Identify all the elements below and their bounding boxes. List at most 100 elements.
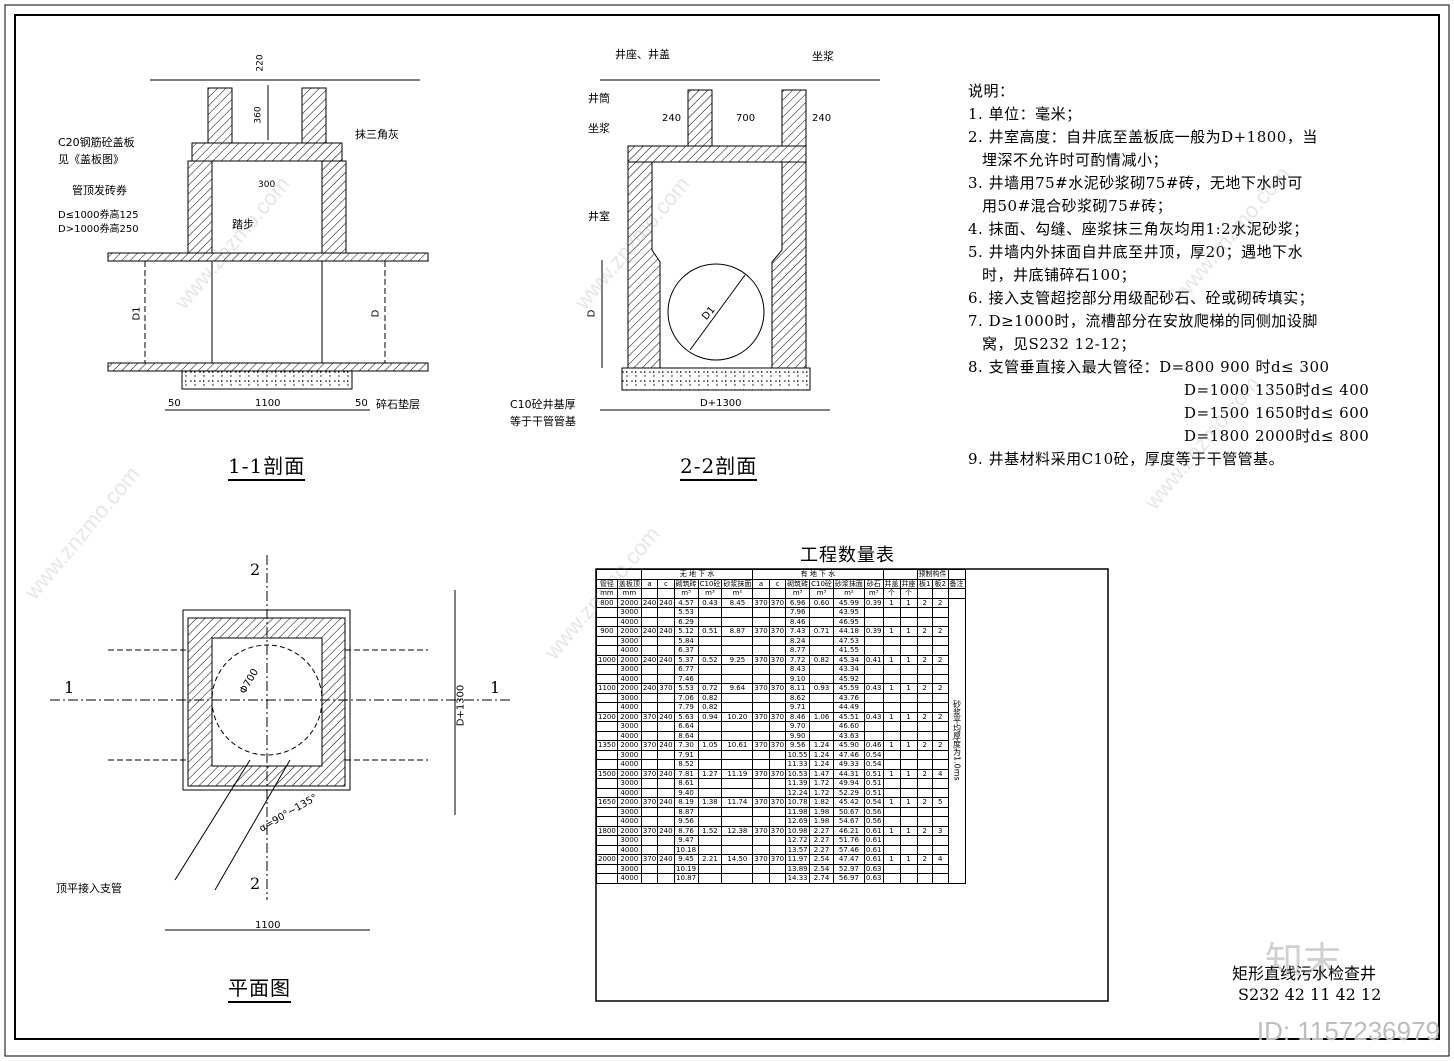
table-cell: 44.49 (832, 702, 865, 713)
table-cell: 1.24 (809, 740, 834, 751)
table-cell: 370 (752, 797, 770, 808)
table-cell: 1 (899, 654, 918, 665)
dim-1100-b: 1100 (255, 920, 281, 931)
table-cell: 10.87 (673, 873, 699, 884)
table-group-header: 有 地 下 水 (752, 569, 884, 580)
table-cell: 46.60 (832, 721, 865, 732)
table-cell: 370 (752, 854, 770, 865)
table-cell: 3000 (616, 664, 642, 675)
table-cell (899, 692, 918, 703)
label-chamber: 井室 (588, 210, 610, 223)
table-cell (697, 721, 723, 732)
table-cell: 11.19 (721, 768, 754, 779)
table-cell (697, 749, 723, 760)
title-block-code: S232 42 11 42 12 (1238, 985, 1382, 1004)
table-cell: 2.21 (697, 854, 723, 865)
table-cell: 1.24 (809, 759, 834, 770)
table-cell: 10.20 (721, 711, 754, 722)
table-cell: 4000 (616, 844, 642, 855)
label-triangle: 抹三角灰 (355, 128, 399, 141)
table-cell: 11.33 (785, 759, 811, 770)
table-cell (932, 702, 949, 713)
table-cell: 1 (882, 740, 901, 751)
table-cell (916, 806, 933, 817)
table-cell (882, 645, 901, 656)
table-cell: 7.72 (785, 654, 811, 665)
table-cell (899, 844, 918, 855)
table-cell: 1 (899, 825, 918, 836)
table-cell: 9.25 (721, 654, 754, 665)
dim-220: 220 (255, 54, 266, 72)
table-cell: 4000 (616, 702, 642, 713)
table-cell (596, 673, 618, 684)
table-cell: 1000 (596, 654, 618, 665)
table-cell (809, 730, 834, 741)
table-cell: 1.72 (809, 778, 834, 789)
table-cell (768, 873, 787, 884)
table-cell: 3 (932, 825, 949, 836)
table-header: 板1 (916, 578, 933, 589)
table-cell: 2000 (616, 740, 642, 751)
table-cell: 2 (916, 768, 933, 779)
table-cell: 52.29 (832, 787, 865, 798)
table-unit: 个 (899, 588, 918, 599)
table-cell: 3000 (616, 863, 642, 874)
table-cell: 9.45 (673, 854, 699, 865)
table-cell (721, 835, 754, 846)
dim-1100-a: 1100 (255, 398, 281, 409)
table-cell: 4 (932, 768, 949, 779)
table-cell (863, 645, 884, 656)
table-cell (657, 873, 675, 884)
table-cell (932, 607, 949, 618)
table-cell: 7.81 (673, 768, 699, 779)
table-cell: 370 (768, 626, 787, 637)
label-gravel: 碎石垫层 (376, 398, 420, 411)
table-cell (809, 692, 834, 703)
table-cell: 0.51 (697, 626, 723, 637)
table-cell (752, 664, 770, 675)
table-cell (809, 702, 834, 713)
table-cell: 1 (882, 711, 901, 722)
table-cell: 240 (640, 683, 659, 694)
table-cell (882, 616, 901, 627)
table-cell (809, 635, 834, 646)
table-cell: 8.19 (673, 797, 699, 808)
table-cell (697, 806, 723, 817)
table-cell: 1 (882, 597, 901, 608)
table-cell: 4000 (616, 816, 642, 827)
dim-D1-a: D1 (131, 306, 143, 321)
table-cell (640, 702, 659, 713)
table-cell (882, 749, 901, 760)
table-cell (721, 692, 754, 703)
table-cell: 2 (916, 797, 933, 808)
table-cell: 370 (768, 711, 787, 722)
table-cell: 4000 (616, 873, 642, 884)
table-cell: 3000 (616, 692, 642, 703)
table-cell: 0.82 (697, 692, 723, 703)
table-cell (640, 787, 659, 798)
table-cell (916, 635, 933, 646)
table-cell: 12.38 (721, 825, 754, 836)
note-line: D=1000 1350时d≤ 400 (1184, 381, 1370, 399)
table-cell: 2000 (616, 683, 642, 694)
table-cell (899, 816, 918, 827)
table-cell (657, 607, 675, 618)
table-cell: 240 (657, 626, 675, 637)
table-cell (657, 730, 675, 741)
table-cell (721, 616, 754, 627)
table-cell: 2 (916, 597, 933, 608)
table-cell (657, 673, 675, 684)
table-cell (752, 816, 770, 827)
table-cell: 11.98 (785, 806, 811, 817)
table-cell (721, 721, 754, 732)
table-cell: 0.63 (863, 863, 884, 874)
table-cell (697, 673, 723, 684)
section-title-2-2: 2-2剖面 (680, 450, 758, 481)
